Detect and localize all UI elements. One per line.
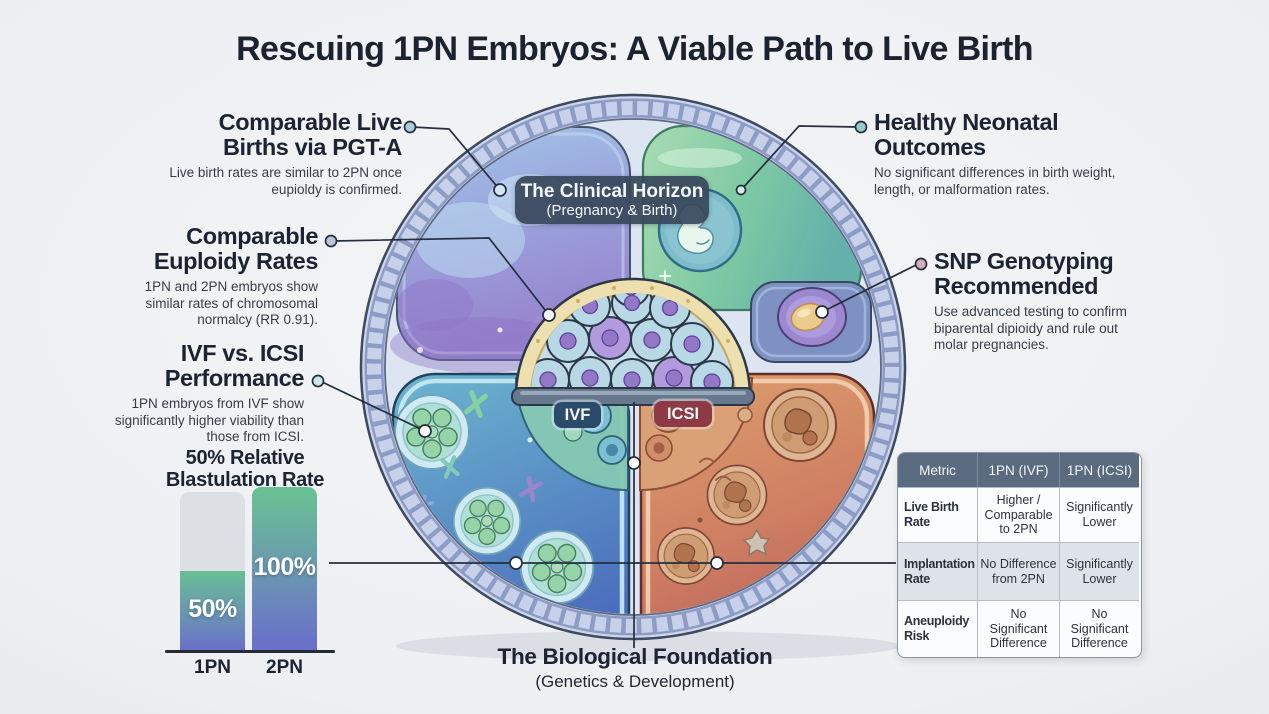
circle-shadow	[396, 631, 900, 661]
connector-lines	[319, 125, 919, 648]
table-header-1pn-icsi: 1PN (ICSI)	[1060, 453, 1139, 487]
table-cell-aneuploidy-ivf: No Significant Difference	[978, 600, 1060, 657]
bar-chart-axis	[165, 650, 335, 653]
degraded-embryo	[763, 388, 837, 462]
table-cell-implantation-metric: Implantation Rate	[898, 542, 978, 600]
table-cell-aneuploidy-icsi: No Significant Difference	[1060, 600, 1139, 657]
callout-pgt-a-title: Comparable Live Births via PGT-A	[218, 109, 403, 161]
node-ivf-bottom	[509, 556, 523, 570]
callout-ivf-icsi-title: IVF vs. ICSI Performance	[164, 340, 305, 392]
clinical-horizon-subtitle: (Pregnancy & Birth)	[546, 201, 678, 219]
bar-1pn-category: 1PN	[194, 657, 231, 678]
callout-snp-title: SNP Genotyping Recommended	[934, 248, 1114, 300]
bar-1pn-track: 50%	[180, 492, 245, 650]
page-title: Rescuing 1PN Embryos: A Viable Path to L…	[236, 30, 1033, 68]
biological-foundation-caption: The Biological Foundation (Genetics & De…	[420, 644, 850, 692]
node-euploidy	[542, 308, 556, 322]
morula-dome	[511, 277, 755, 406]
connector-dots	[311, 120, 928, 570]
connector-snp	[821, 263, 919, 313]
callout-neonatal-title: Healthy Neonatal Outcomes	[874, 109, 1059, 161]
callout-snp-desc: Use advanced testing to confirm biparent…	[934, 304, 1127, 353]
dot-snp	[914, 257, 928, 271]
bar-2pn: 100%	[252, 487, 317, 650]
bar-1pn-value: 50%	[188, 595, 237, 623]
clinical-horizon-pill: The Clinical Horizon (Pregnancy & Birth)	[515, 176, 709, 224]
connector-ivf-icsi	[319, 380, 426, 432]
callout-neonatal: Healthy Neonatal Outcomes No significant…	[874, 109, 1142, 198]
table-cell-implantation-icsi: Significantly Lower	[1060, 542, 1139, 600]
snp-cell-region	[750, 281, 872, 363]
biological-foundation-title: The Biological Foundation	[497, 644, 773, 669]
node-center	[627, 456, 641, 470]
callout-pgt-a-desc: Live birth rates are similar to 2PN once…	[169, 165, 402, 197]
node-pgt-a	[493, 183, 507, 197]
callout-ivf-icsi-desc: 1PN embryos from IVF show significantly …	[114, 396, 304, 445]
biological-foundation-subtitle: (Genetics & Development)	[535, 671, 735, 691]
connector-pgt-a	[411, 126, 501, 191]
node-snp	[815, 305, 829, 319]
callout-snp: SNP Genotyping Recommended Use advanced …	[934, 248, 1160, 354]
dot-ivf-icsi	[311, 374, 325, 388]
icsi-label-pill: ICSI	[654, 401, 712, 427]
table-header-1pn-ivf: 1PN (IVF)	[978, 453, 1060, 487]
table-cell-live-birth-ivf: Higher / Comparable to 2PN	[978, 487, 1060, 542]
node-ivf-icsi	[418, 424, 432, 438]
connector-neonatal	[740, 125, 859, 191]
table-cell-live-birth-metric: Live Birth Rate	[898, 487, 978, 542]
clinical-horizon-title: The Clinical Horizon	[520, 180, 704, 202]
blastocyst	[452, 486, 522, 556]
degraded-embryo	[657, 527, 715, 585]
table-cell-live-birth-icsi: Significantly Lower	[1060, 487, 1139, 542]
dot-neonatal	[854, 120, 868, 134]
degraded-embryo	[706, 464, 768, 526]
dot-pgt-a	[403, 120, 417, 134]
callout-ivf-icsi: IVF vs. ICSI Performance 1PN embryos fro…	[92, 340, 305, 446]
node-neonatal	[735, 184, 747, 196]
table-cell-aneuploidy-metric: Aneuploidy Risk	[898, 600, 978, 657]
ivf-label-pill: IVF	[554, 402, 601, 428]
callout-euploidy: Comparable Euploidy Rates 1PN and 2PN em…	[100, 223, 319, 329]
dot-euploidy	[324, 234, 338, 248]
callout-euploidy-title: Comparable Euploidy Rates	[153, 223, 319, 275]
blastocyst	[394, 394, 470, 470]
callout-euploidy-desc: 1PN and 2PN embryos show similar rates o…	[144, 279, 318, 328]
bar-chart-title: 50% Relative Blastulation Rate	[165, 447, 325, 491]
bar-2pn-category: 2PN	[266, 657, 303, 678]
fragment	[742, 528, 771, 557]
comparison-table: Metric 1PN (IVF) 1PN (ICSI) Live Birth R…	[897, 452, 1142, 658]
node-icsi-bottom	[710, 556, 724, 570]
connector-euploidy	[332, 237, 550, 316]
callout-neonatal-desc: No significant differences in birth weig…	[874, 165, 1116, 197]
bar-2pn-value: 100%	[253, 553, 316, 581]
callout-pgt-a: Comparable Live Births via PGT-A Live bi…	[160, 109, 403, 198]
table-header-metric: Metric	[898, 453, 978, 487]
bar-1pn-fill	[180, 571, 245, 650]
table-cell-implantation-ivf: No Difference from 2PN	[978, 542, 1060, 600]
